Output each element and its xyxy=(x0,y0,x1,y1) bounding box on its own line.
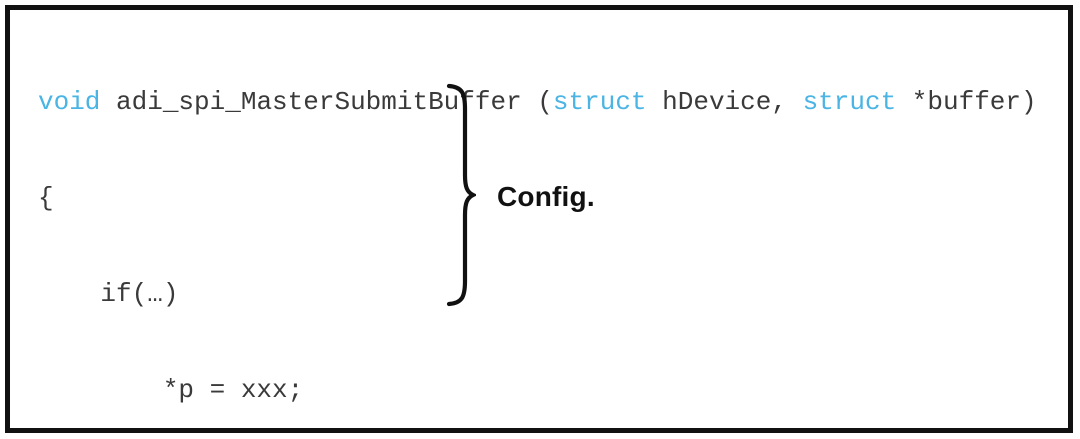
keyword-struct-1: struct xyxy=(552,87,647,117)
figure-border xyxy=(5,5,1073,433)
param-buffer: *buffer) xyxy=(896,87,1037,117)
code-line-open-brace: { xyxy=(38,183,54,213)
param-hdevice: hDevice, xyxy=(646,87,803,117)
code-line-signature: void adi_spi_MasterSubmitBuffer (struct … xyxy=(38,86,1037,118)
config-label: Config. xyxy=(497,181,595,212)
code-line-if: if(…) xyxy=(38,279,179,309)
config-brace-icon xyxy=(446,83,476,307)
code-block: void adi_spi_MasterSubmitBuffer (struct … xyxy=(38,22,1037,439)
code-line-assign-1: *p = xxx; xyxy=(38,375,304,405)
keyword-struct-2: struct xyxy=(802,87,897,117)
keyword-void: void xyxy=(38,87,101,117)
function-name: adi_spi_MasterSubmitBuffer ( xyxy=(100,87,553,117)
